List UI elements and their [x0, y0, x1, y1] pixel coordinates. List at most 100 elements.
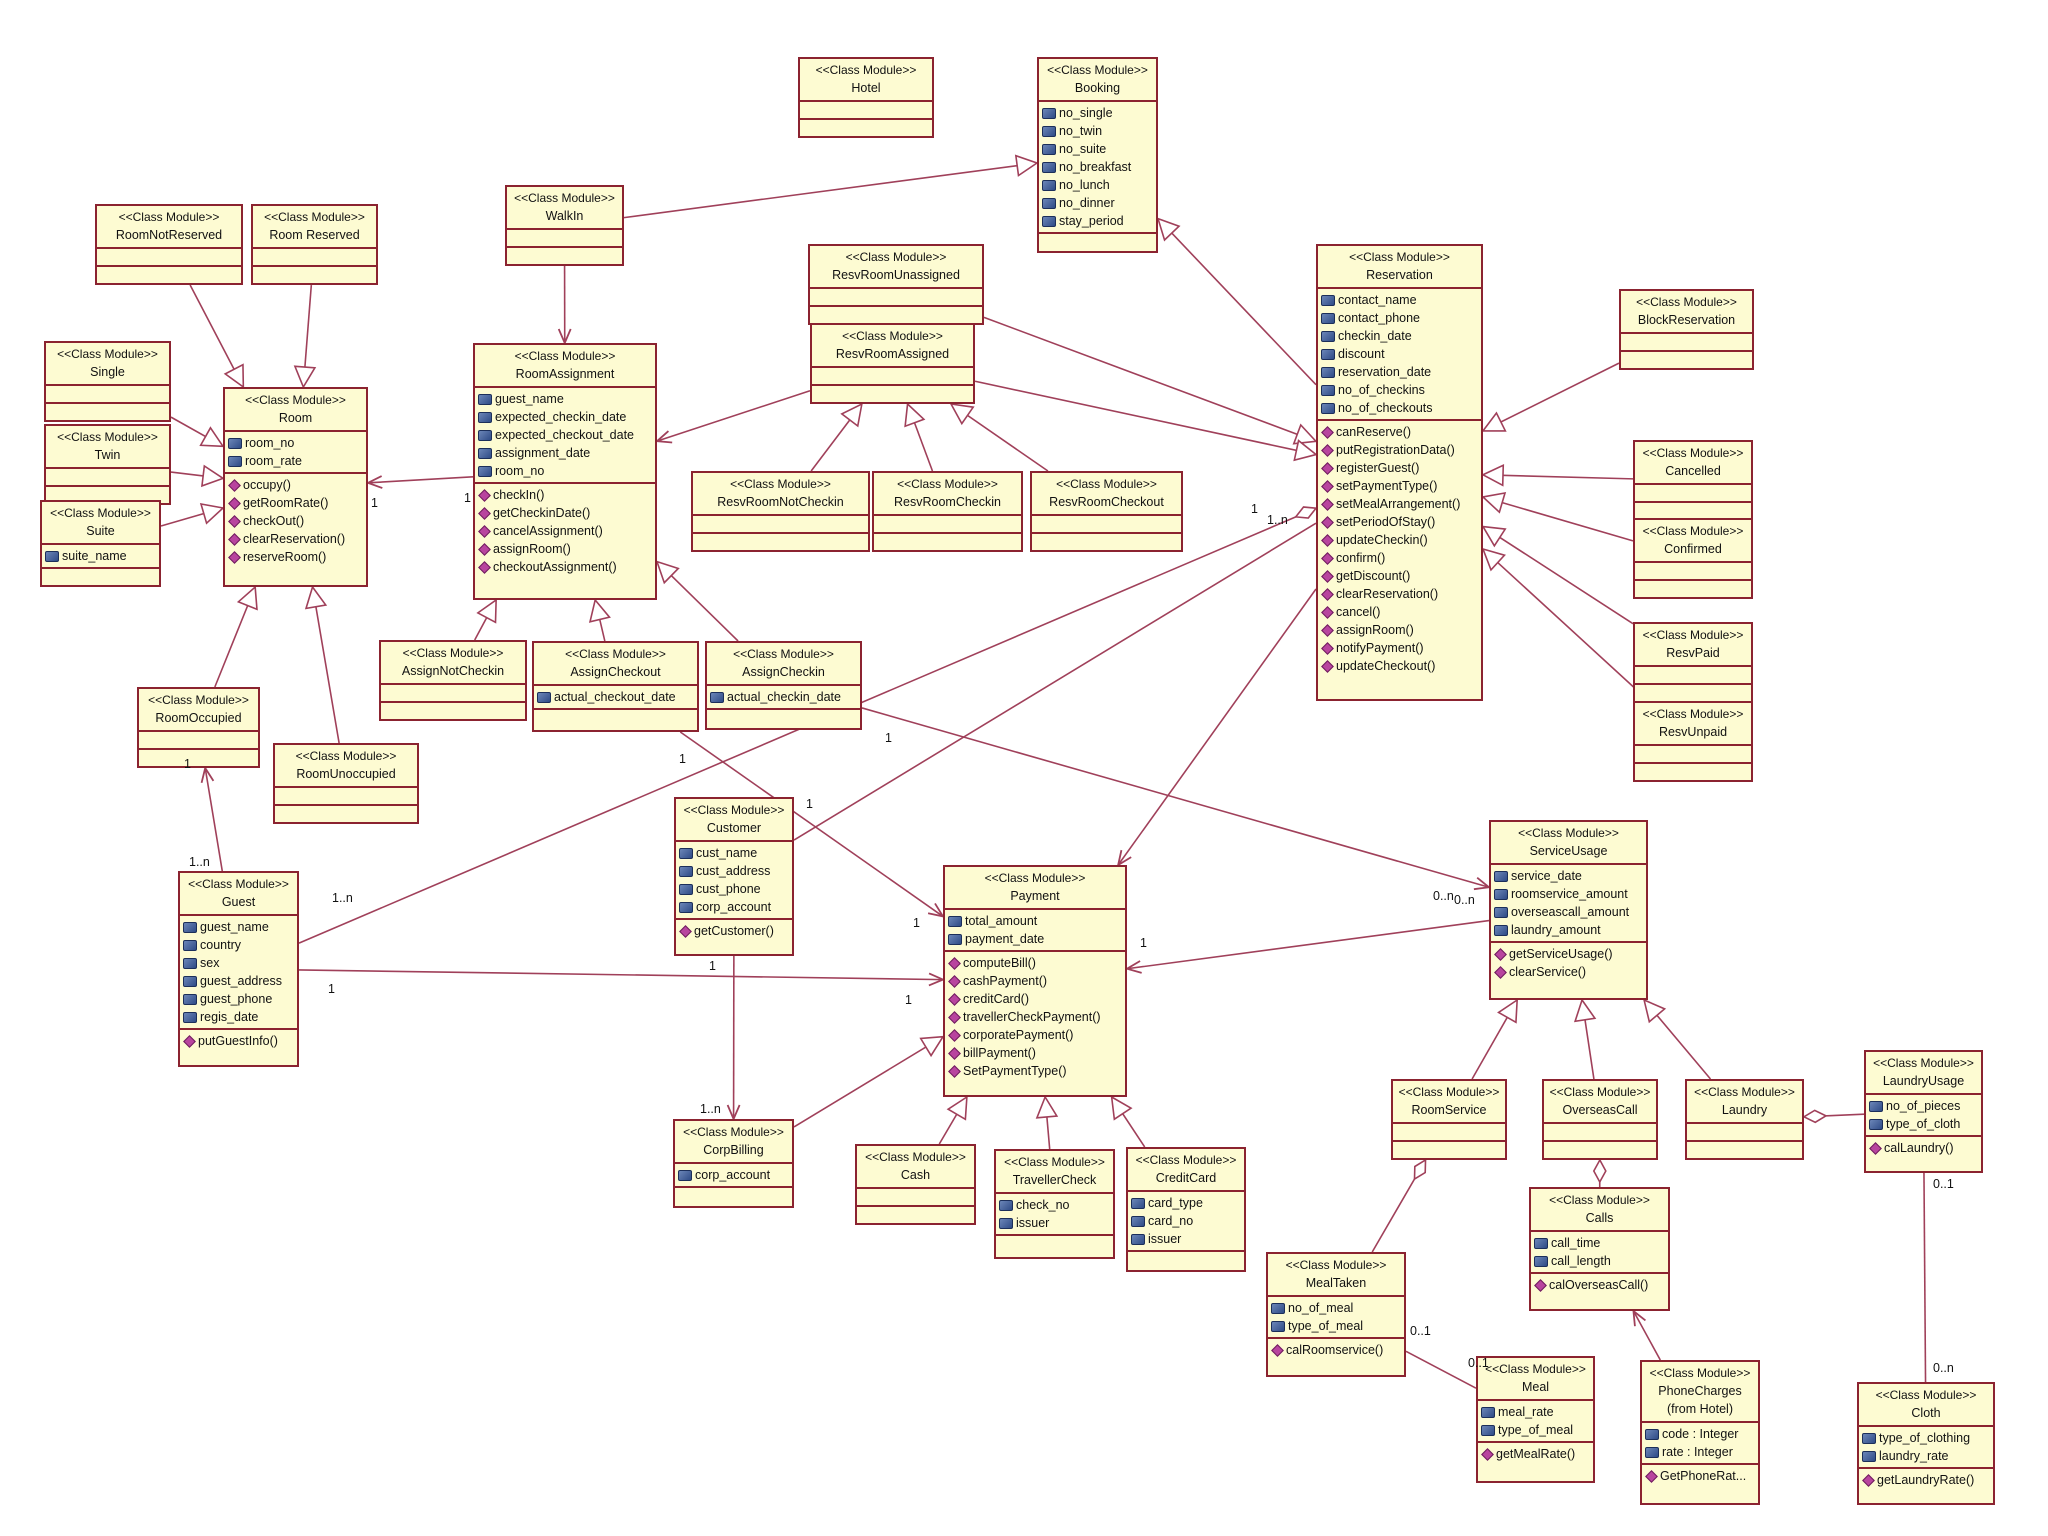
class-header: <<Class Module>>ServiceUsage [1491, 822, 1646, 865]
class-name: Laundry [1721, 1103, 1768, 1117]
class-box-walkin[interactable]: <<Class Module>>WalkIn [505, 185, 624, 266]
class-box-overseascall[interactable]: <<Class Module>>OverseasCall [1542, 1079, 1658, 1160]
class-box-resvunpaid[interactable]: <<Class Module>>ResvUnpaid [1633, 701, 1753, 782]
class-box-resvroomunassigned[interactable]: <<Class Module>>ResvRoomUnassigned [808, 244, 984, 325]
class-box-twin[interactable]: <<Class Module>>Twin [44, 424, 171, 505]
class-box-resvroomcheckin[interactable]: <<Class Module>>ResvRoomCheckin [872, 471, 1023, 552]
edge-suite-to-room [160, 502, 225, 527]
stereotype-label: <<Class Module>> [514, 191, 615, 205]
attribute-row: reservation_date [1321, 363, 1478, 381]
stereotype-label: <<Class Module>> [57, 347, 158, 361]
attribute-row: no_dinner [1042, 194, 1153, 212]
operation-icon [478, 488, 491, 502]
attribute-icon [1862, 1432, 1876, 1444]
class-box-blockreservation[interactable]: <<Class Module>>BlockReservation [1619, 289, 1754, 370]
class-box-confirmed[interactable]: <<Class Module>>Confirmed [1633, 518, 1753, 599]
attribute-row: call_time [1534, 1234, 1665, 1252]
operation-compartment: getLaundryRate() [1859, 1469, 1993, 1503]
edge-twin-to-room [170, 464, 225, 488]
stereotype-label: <<Class Module>> [1398, 1085, 1500, 1099]
class-box-resvroomnotcheckin[interactable]: <<Class Module>>ResvRoomNotCheckin [691, 471, 870, 552]
stereotype-label: <<Class Module>> [57, 430, 158, 444]
class-name: ResvRoomNotCheckin [717, 495, 844, 509]
edge-resvroomcheckout-to-resvroomassigned [949, 402, 1049, 472]
attribute-icon [478, 429, 492, 441]
operation-name: computeBill() [963, 956, 1036, 970]
class-box-roomoccupied[interactable]: <<Class Module>>RoomOccupied [137, 687, 260, 768]
class-name: Cloth [1911, 1406, 1941, 1420]
attribute-name: guest_address [200, 974, 283, 988]
operation-compartment [1635, 764, 1751, 780]
generalization-arrowhead [1481, 547, 1506, 572]
multiplicity-label: 0..1 [1933, 1177, 1954, 1191]
multiplicity-label: 0..1 [1468, 1356, 1489, 1370]
attribute-icon [183, 939, 197, 951]
operation-row: getMealRate() [1481, 1445, 1590, 1463]
class-box-phonecharges[interactable]: <<Class Module>>PhoneCharges(from Hotel)… [1640, 1360, 1760, 1505]
operation-icon [948, 1028, 961, 1042]
class-header: <<Class Module>>Suite [42, 502, 159, 545]
operation-row: calOverseasCall() [1534, 1276, 1665, 1294]
class-box-hotel[interactable]: <<Class Module>>Hotel [798, 57, 934, 138]
class-box-roomreserved[interactable]: <<Class Module>>Room Reserved [251, 204, 378, 285]
class-name: ResvPaid [1666, 646, 1720, 660]
attribute-name: expected_checkin_date [495, 410, 627, 424]
operation-name: getServiceUsage() [1509, 947, 1613, 961]
stereotype-label: <<Class Module>> [733, 647, 834, 661]
class-box-assignnotcheckin[interactable]: <<Class Module>>AssignNotCheckin [379, 640, 527, 721]
operation-icon [1321, 497, 1334, 511]
stereotype-label: <<Class Module>> [188, 877, 289, 891]
attribute-name: check_no [1016, 1198, 1070, 1212]
class-box-resvpaid[interactable]: <<Class Module>>ResvPaid [1633, 622, 1753, 703]
attribute-row: expected_checkin_date [478, 408, 652, 426]
edge-roomoccupied-to-room [214, 585, 258, 688]
attribute-name: stay_period [1059, 214, 1124, 228]
class-box-cancelled[interactable]: <<Class Module>>Cancelled [1633, 440, 1753, 521]
attribute-name: type_of_meal [1498, 1423, 1574, 1437]
class-box-resvroomassigned[interactable]: <<Class Module>>ResvRoomAssigned [810, 323, 975, 404]
class-box-laundry[interactable]: <<Class Module>>Laundry [1685, 1079, 1804, 1160]
attribute-name: room_rate [245, 454, 302, 468]
edge-corpbilling-to-payment [793, 1035, 945, 1128]
class-header: <<Class Module>>RoomOccupied [139, 689, 258, 732]
operation-icon [1862, 1473, 1875, 1487]
operation-name: getLaundryRate() [1877, 1473, 1975, 1487]
multiplicity-label: 1 [464, 491, 471, 505]
attribute-row: contact_phone [1321, 309, 1478, 327]
class-box-cash[interactable]: <<Class Module>>Cash [855, 1144, 976, 1225]
operation-icon [1321, 479, 1334, 493]
class-box-single[interactable]: <<Class Module>>Single [44, 341, 171, 422]
class-box-roomunoccupied[interactable]: <<Class Module>>RoomUnoccupied [273, 743, 419, 824]
class-box-roomservice[interactable]: <<Class Module>>RoomService [1391, 1079, 1507, 1160]
edge-overseascall-to-serviceusage [1573, 998, 1597, 1080]
class-box-resvroomcheckout[interactable]: <<Class Module>>ResvRoomCheckout [1030, 471, 1183, 552]
class-box-roomnotreserved[interactable]: <<Class Module>>RoomNotReserved [95, 204, 243, 285]
stereotype-label: <<Class Module>> [565, 647, 666, 661]
navigation-arrowhead [928, 972, 946, 987]
operation-compartment [1635, 503, 1751, 519]
attribute-row: call_length [1534, 1252, 1665, 1270]
